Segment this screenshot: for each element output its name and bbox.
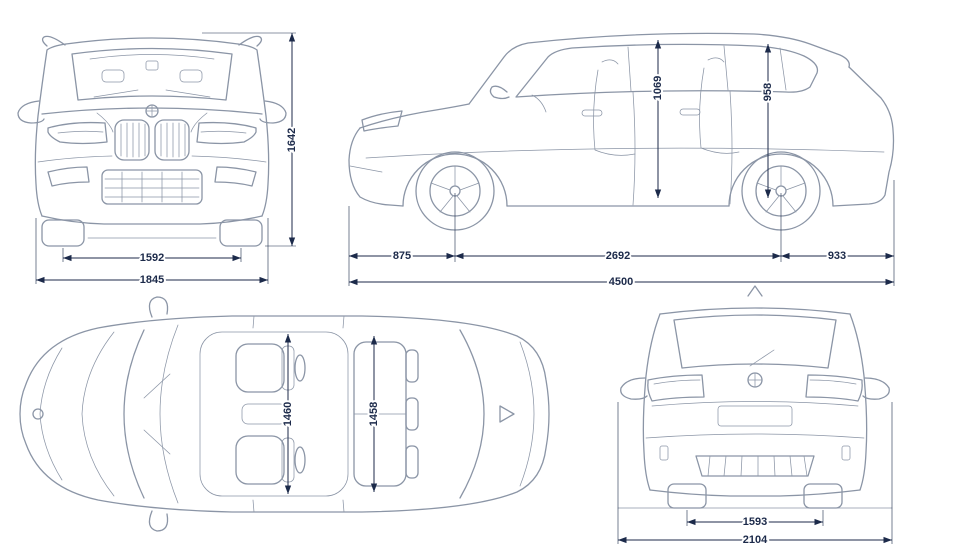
- air-intake: [101, 169, 203, 205]
- mirror-rear-left: [620, 377, 648, 400]
- roof-rail-right: [238, 35, 263, 47]
- dim-interior-front: 1460: [282, 402, 294, 426]
- dim-rear-width-mirrors: 2104: [743, 534, 768, 546]
- bmw-roundel-rear-icon: [747, 372, 763, 388]
- mirror-top-right: [148, 510, 169, 532]
- door-handle-rear: [679, 108, 701, 116]
- windshield-top: [123, 329, 145, 499]
- dim-front-track: 1592: [140, 252, 164, 264]
- reflector-right: [841, 445, 851, 461]
- front-left-wheel: [41, 219, 85, 247]
- side-view: 1069 958 875 2692 933 4500: [336, 0, 956, 300]
- wipers-top: [143, 373, 171, 455]
- mirror-left: [17, 100, 45, 124]
- dim-rear-track: 1593: [743, 516, 767, 528]
- mirror-side: [489, 85, 510, 100]
- mirror-right: [259, 100, 287, 124]
- top-view-dimensions: 1460 1458: [280, 334, 382, 494]
- rear-bench: [353, 341, 419, 487]
- bmw-roundel-icon: [145, 104, 159, 118]
- antenna-fin-icon: [747, 285, 763, 297]
- body-outline: [19, 315, 550, 513]
- rear-view: 1593 2104: [590, 280, 920, 546]
- mirror-top-left: [148, 296, 169, 318]
- taillight-right: [805, 374, 863, 402]
- rear-window: [673, 314, 837, 369]
- fog-slot-right: [214, 166, 257, 187]
- diffuser: [695, 455, 815, 477]
- headlight-side: [361, 110, 403, 132]
- headrest-left: [101, 69, 125, 83]
- windshield: [71, 47, 233, 101]
- front-view-drawing: [17, 35, 287, 247]
- rear-wiper: [749, 349, 775, 367]
- front-right-wheel: [219, 219, 263, 247]
- pillars: [627, 45, 787, 92]
- dim-interior-rear: 1458: [368, 402, 380, 426]
- dim-headroom-rear: 958: [762, 83, 774, 101]
- dim-length: 4500: [609, 276, 633, 288]
- door-handle-front: [581, 109, 603, 117]
- license-plate-area: [717, 405, 793, 427]
- top-view-drawing: [19, 296, 550, 532]
- side-view-drawing: [348, 32, 895, 231]
- dim-front-height: 1642: [286, 128, 298, 152]
- front-view-dimensions: 1642 1592 1845: [35, 32, 300, 288]
- side-view-dimensions: 1069 958 875 2692 933 4500: [348, 40, 895, 290]
- bmw-roundel-top-icon: [32, 408, 44, 420]
- dim-overhang-rear: 933: [828, 250, 846, 262]
- glasshouse: [515, 43, 819, 98]
- taillight-left: [647, 374, 705, 402]
- rear-view-drawing: [617, 285, 893, 509]
- antenna-fin-top: [499, 405, 515, 423]
- center-console: [241, 403, 287, 425]
- dim-overhang-front: 875: [393, 250, 411, 262]
- rear-view-dimensions: 1593 2104: [617, 402, 893, 546]
- dim-front-width: 1845: [140, 274, 164, 286]
- top-view: 1460 1458: [2, 288, 562, 544]
- roof-rail-left: [41, 35, 66, 47]
- wipers: [93, 89, 211, 98]
- rear-wheel-arch: [728, 153, 834, 207]
- rear-left-wheel: [667, 483, 707, 509]
- rearview-mirror: [145, 60, 159, 71]
- front-wheel-arch: [402, 153, 508, 207]
- front-view: 1642 1592 1845: [2, 4, 302, 294]
- front-seats: [235, 343, 306, 485]
- rear-window-top: [459, 329, 485, 499]
- headlight-right: [196, 121, 257, 145]
- panoramic-roof: [199, 331, 349, 497]
- headrest-right: [179, 69, 203, 83]
- rear-right-wheel: [803, 483, 843, 509]
- dim-wheelbase: 2692: [606, 250, 630, 262]
- dim-headroom-front: 1069: [652, 76, 664, 100]
- kidney-grille: [114, 119, 190, 161]
- fog-slot-left: [47, 166, 90, 187]
- mirror-rear-right: [862, 377, 890, 400]
- interior-seats: [593, 57, 740, 156]
- reflector-left: [659, 445, 669, 461]
- headlight-left: [47, 121, 108, 145]
